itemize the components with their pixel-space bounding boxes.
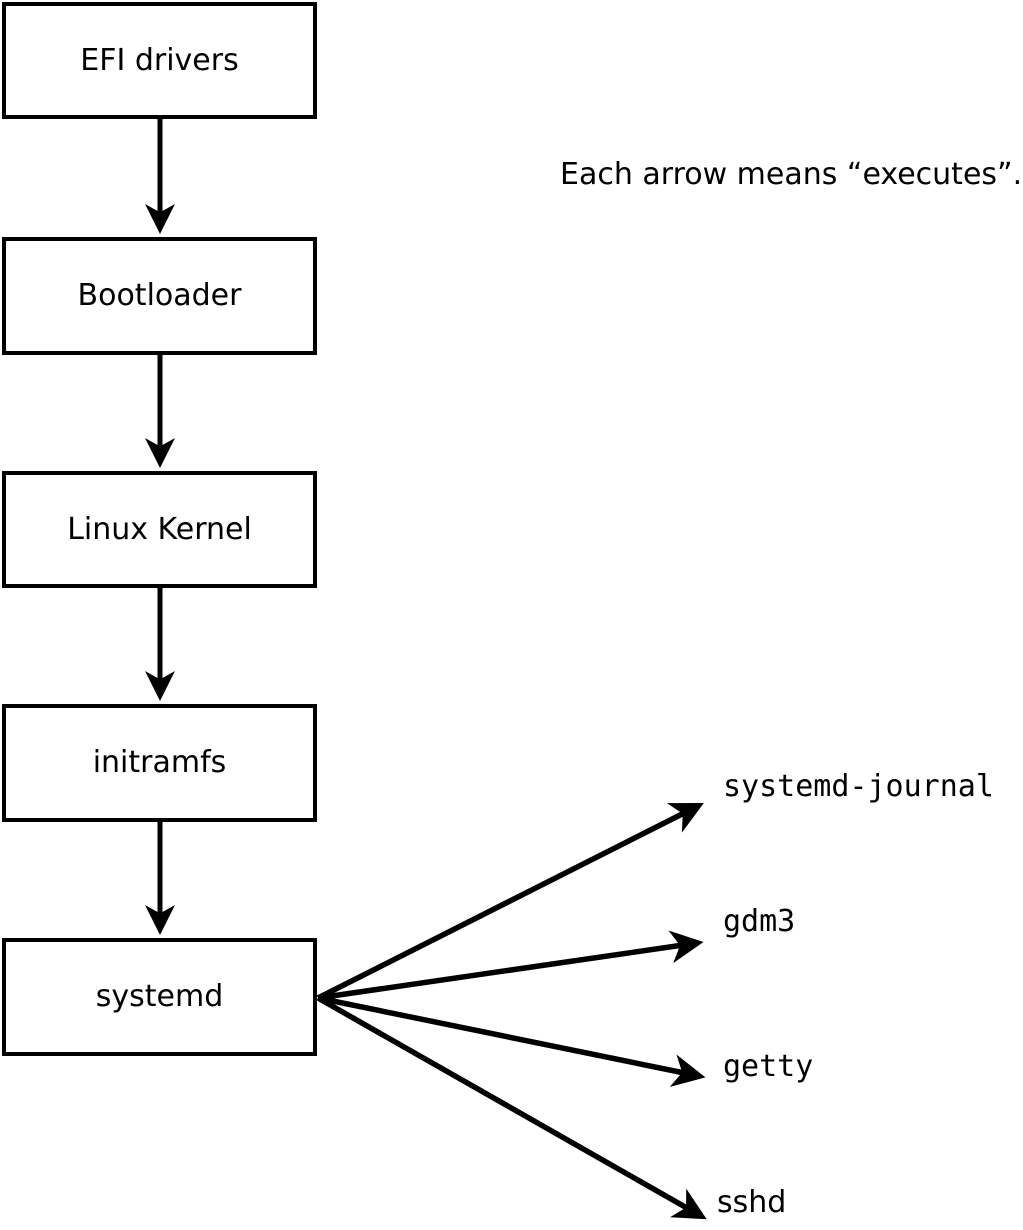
node-linux-kernel: Linux Kernel	[2, 471, 317, 588]
caption-arrow-meaning: Each arrow means “executes”.	[560, 157, 1023, 192]
arrow-systemd-to-sshd	[316, 995, 707, 1220]
node-bootloader: Bootloader	[2, 237, 317, 355]
node-label: Linux Kernel	[67, 511, 252, 547]
service-label-sshd: sshd	[717, 1185, 787, 1220]
service-label-getty: getty	[723, 1049, 814, 1084]
node-systemd: systemd	[2, 938, 317, 1056]
service-label-systemd-journal: systemd-journal	[723, 769, 994, 804]
arrow-systemd-to-gdm3	[317, 930, 704, 1001]
node-label: Bootloader	[77, 278, 242, 313]
arrow-systemd-to-journal	[316, 803, 704, 1001]
node-initramfs: initramfs	[2, 704, 317, 822]
node-label: systemd	[95, 979, 224, 1014]
node-efi-drivers: EFI drivers	[2, 2, 317, 119]
node-label: EFI drivers	[80, 42, 239, 78]
service-label-gdm3: gdm3	[723, 904, 796, 939]
arrow-systemd-to-getty	[317, 995, 706, 1087]
node-label: initramfs	[92, 745, 227, 780]
